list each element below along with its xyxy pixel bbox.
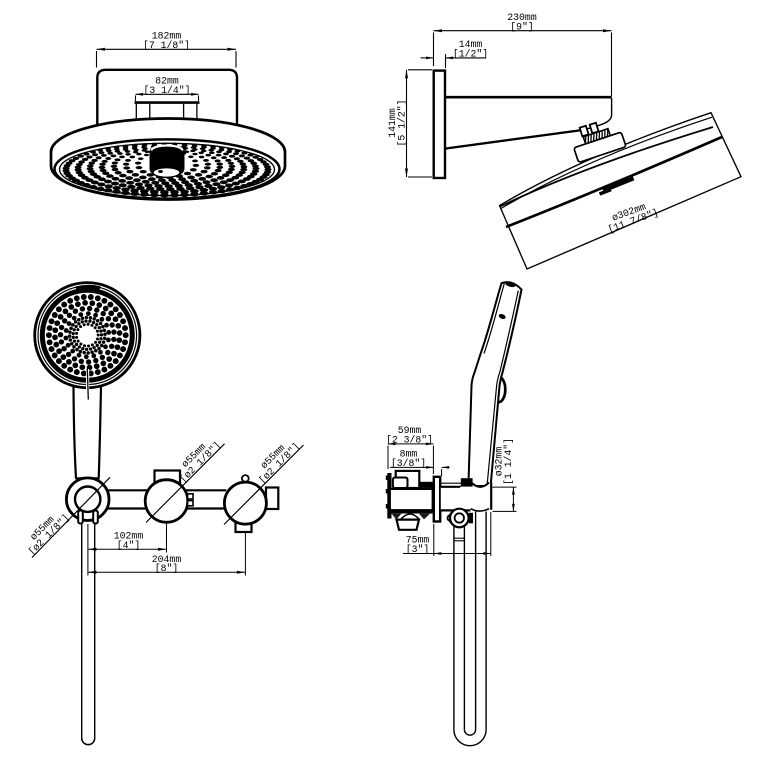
svg-text:102mm: 102mm (114, 531, 144, 542)
svg-text:182mm: 182mm (152, 31, 182, 42)
svg-text:[3 1/4"]: [3 1/4"] (143, 85, 190, 96)
svg-text:[8"]: [8"] (155, 563, 179, 574)
svg-text:204mm: 204mm (152, 554, 182, 565)
svg-text:8mm: 8mm (400, 449, 418, 460)
svg-text:[2 3/8"]: [2 3/8"] (386, 435, 433, 446)
svg-text:230mm: 230mm (507, 12, 537, 23)
svg-text:59mm: 59mm (398, 425, 422, 436)
svg-text:75mm: 75mm (406, 535, 430, 546)
svg-text:[9"]: [9"] (510, 21, 534, 32)
svg-text:ø32mm: ø32mm (494, 447, 505, 477)
svg-text:[7 1/8"]: [7 1/8"] (143, 40, 190, 51)
svg-text:141mm: 141mm (387, 108, 398, 138)
svg-text:82mm: 82mm (155, 76, 179, 87)
svg-text:[1/2"]: [1/2"] (453, 49, 488, 60)
svg-text:[3/8"]: [3/8"] (391, 458, 426, 469)
svg-text:14mm: 14mm (459, 39, 483, 50)
svg-text:[1 1/4"]: [1 1/4"] (503, 438, 514, 485)
svg-text:[4"]: [4"] (117, 540, 141, 551)
svg-text:[5 1/2"]: [5 1/2"] (397, 99, 408, 146)
svg-text:[3"]: [3"] (406, 544, 430, 555)
